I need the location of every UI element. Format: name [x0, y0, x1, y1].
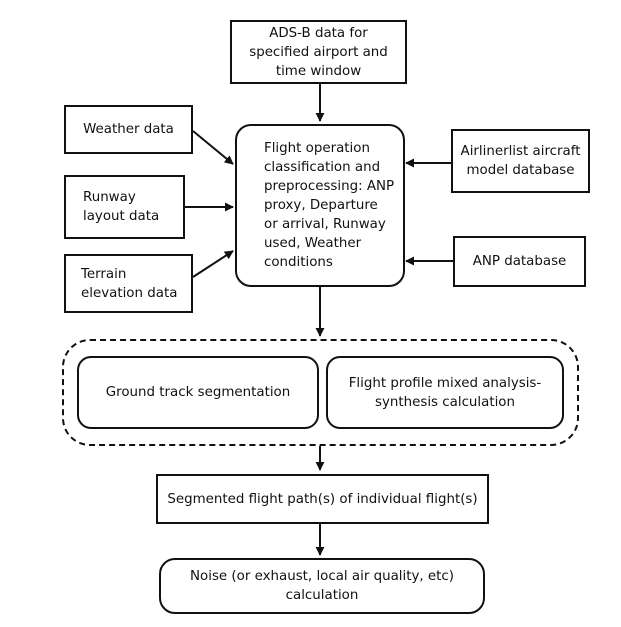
segmentation-calculation-group [62, 339, 579, 446]
node-noise-calculation-label: Noise (or exhaust, local air quality, et… [190, 569, 454, 603]
node-adsb-data-label: ADS-B data for specified airport and tim… [249, 25, 388, 79]
arrow-weather-to-classification [192, 130, 234, 165]
node-flight-profile-calculation-label: Flight profile mixed analysis-synthesis … [348, 375, 542, 410]
node-flight-operation-classification-label: Flight operation classification and prep… [264, 141, 395, 270]
node-anp-database-label: ANP database [472, 254, 567, 269]
node-terrain-elevation-data-label: Terrain elevation data [81, 266, 178, 301]
node-ground-track-segmentation-label: Ground track segmentation [105, 385, 291, 400]
node-weather-data: Weather data [64, 105, 193, 154]
node-runway-layout-data: Runway layout data [64, 175, 185, 239]
node-terrain-elevation-data: Terrain elevation data [64, 254, 193, 313]
node-segmented-flight-paths: Segmented flight path(s) of individual f… [156, 474, 489, 524]
node-anp-database: ANP database [453, 236, 586, 287]
node-noise-calculation: Noise (or exhaust, local air quality, et… [159, 558, 485, 614]
node-adsb-data: ADS-B data for specified airport and tim… [230, 20, 407, 84]
node-flight-profile-calculation: Flight profile mixed analysis-synthesis … [326, 356, 564, 429]
node-segmented-flight-paths-label: Segmented flight path(s) of individual f… [167, 491, 478, 507]
node-airlinerlist-database-label: Airlinerlist aircraft model database [460, 144, 581, 178]
node-weather-data-label: Weather data [83, 122, 174, 137]
node-runway-layout-data-label: Runway layout data [83, 190, 160, 224]
node-ground-track-segmentation: Ground track segmentation [77, 356, 319, 429]
node-airlinerlist-database: Airlinerlist aircraft model database [451, 129, 590, 193]
node-flight-operation-classification: Flight operation classification and prep… [235, 124, 405, 287]
arrow-terrain-to-classification [192, 250, 234, 278]
